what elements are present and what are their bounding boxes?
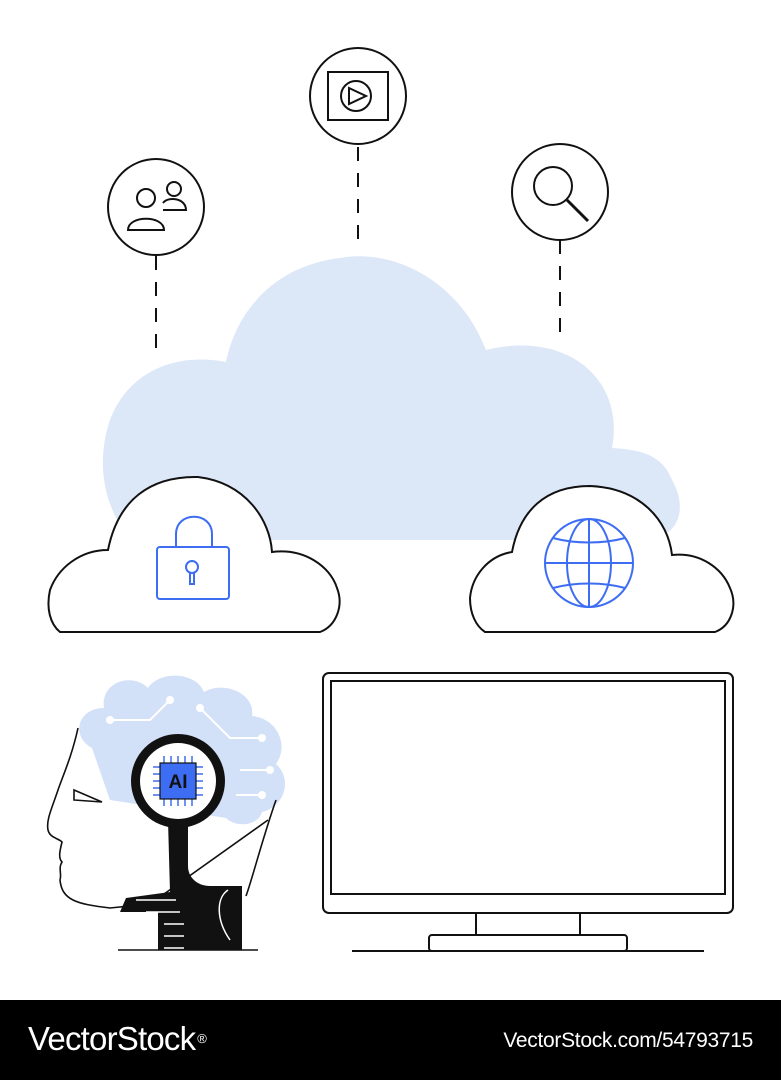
monitor-screen xyxy=(330,680,726,895)
brand-name: VectorStock xyxy=(28,1020,196,1057)
illustration: AI xyxy=(46,47,735,952)
face-profile xyxy=(46,727,269,909)
lock-cloud xyxy=(47,475,341,633)
watermark-footer: VectorStock® VectorStock.com/54793715 xyxy=(0,1000,781,1080)
chip-label: AI xyxy=(169,772,188,793)
dashed-connectors xyxy=(155,147,561,356)
ai-head: AI xyxy=(46,675,285,951)
lock-icon xyxy=(156,515,230,600)
search-icon xyxy=(511,143,609,241)
users-icon xyxy=(107,158,205,256)
globe-cloud xyxy=(468,484,735,633)
brand-logo: VectorStock® xyxy=(28,1019,207,1059)
brand-mark: ® xyxy=(197,1031,207,1046)
monitor-neck xyxy=(475,912,581,936)
globe-icon xyxy=(544,518,634,608)
central-cloud xyxy=(102,256,680,540)
monitor-stand xyxy=(428,934,628,952)
ai-chip-icon: AI xyxy=(153,756,203,806)
eye xyxy=(73,788,103,803)
video-play-icon xyxy=(309,47,407,145)
monitor-icon xyxy=(322,672,734,952)
neck-body xyxy=(120,820,242,950)
neck-lines xyxy=(136,889,231,949)
image-reference: VectorStock.com/54793715 xyxy=(503,1029,753,1052)
